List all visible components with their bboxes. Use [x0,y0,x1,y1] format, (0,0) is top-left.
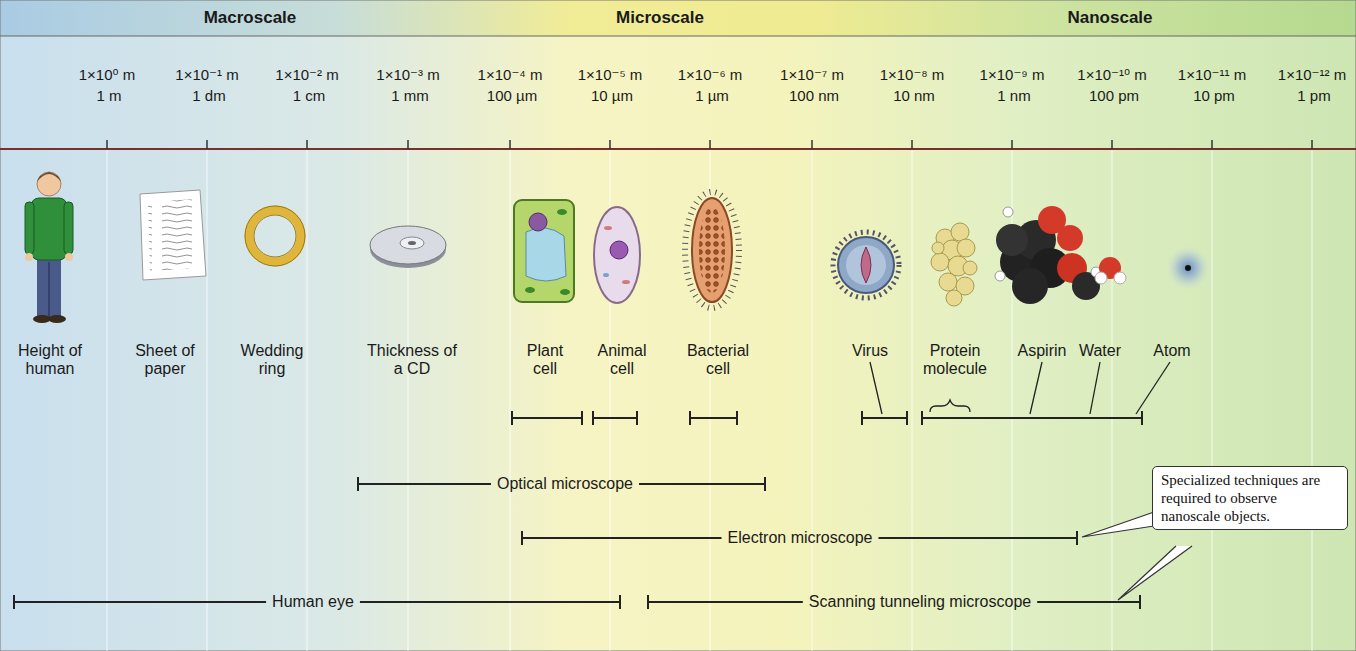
item-label: Thickness of a CD [367,342,457,379]
leader-line [870,362,1170,414]
callout-text: Specialized techniques are required to o… [1161,471,1339,525]
atom [1166,246,1210,290]
bacterial-cell [685,192,739,308]
range-bar [1076,531,1078,545]
item-label: Virus [852,342,888,360]
range-bar [764,477,766,491]
scale-heading: Microscale [616,8,704,28]
range-label: Electron microscope [728,529,873,547]
tick-label: 1×10⁻⁵ m [578,66,643,83]
scale-heading: Macroscale [204,8,297,28]
range-bar [360,601,620,603]
range-label: Scanning tunneling microscope [809,593,1031,611]
human-figure [25,172,73,323]
range-bar [357,477,359,491]
tick-label: 10 nm [893,87,935,104]
tick-label: 1×10⁻¹¹ m [1178,66,1246,83]
range-bar [14,601,266,603]
tick-label: 100 nm [789,87,839,104]
water-molecule [1095,257,1126,284]
tick-label: 100 pm [1089,87,1139,104]
tick-label: 1×10⁰ m [79,66,135,83]
range-bar [647,595,649,609]
tick-label: 1 dm [192,87,225,104]
item-label: Protein molecule [915,342,995,379]
size-bracket [512,411,1142,425]
callout-box: Specialized techniques are required to o… [1152,466,1348,530]
scale-heading: Nanoscale [1067,8,1152,28]
tick-label: 1 mm [391,87,429,104]
wedding-ring [245,206,305,266]
range-bar [648,601,803,603]
item-label: Height of human [11,342,89,379]
range-bar [639,483,765,485]
tick-label: 1×10⁻¹² m [1278,66,1346,83]
tick-label: 1×10⁻⁸ m [880,66,945,83]
animal-cell [594,207,640,303]
item-label: Aspirin [1018,342,1067,360]
range-bar [522,537,722,539]
tick-label: 1×10⁻² m [275,66,338,83]
tick-label: 1 pm [1297,87,1330,104]
aspirin-molecule [995,206,1101,304]
tick-label: 1 m [96,87,121,104]
tick-label: 1×10⁻³ m [376,66,439,83]
tick-label: 100 µm [487,87,537,104]
tick-label: 1×10⁻⁷ m [780,66,844,83]
range-bar [13,595,15,609]
item-label: Wedding ring [237,342,307,379]
paper-sheet [140,190,206,280]
compact-disc [370,226,446,268]
tick-label: 1×10⁻⁴ m [478,66,543,83]
tick-label: 1×10⁻⁶ m [678,66,743,83]
range-bar [521,531,523,545]
plant-cell [514,200,574,302]
range-label: Human eye [272,593,354,611]
item-label: Plant cell [515,342,575,379]
range-bar [878,537,1077,539]
range-bar [619,595,621,609]
range-label: Optical microscope [497,475,633,493]
item-label: Atom [1153,342,1190,360]
range-bar [358,483,491,485]
tick-label: 1 nm [997,87,1030,104]
item-label: Water [1079,342,1121,360]
tick-label: 1×10⁻⁹ m [980,66,1045,83]
item-label: Sheet of paper [130,342,200,379]
tick-label: 10 pm [1193,87,1235,104]
range-bar [1139,595,1141,609]
tick-label: 1 µm [695,87,729,104]
protein-molecule [931,223,977,306]
item-label: Animal cell [592,342,652,379]
range-bar [1037,601,1140,603]
item-label: Bacterial cell [678,342,758,379]
tick-label: 1 cm [293,87,326,104]
virus [833,232,899,298]
tick-label: 1×10⁻¹ m [175,66,238,83]
tick-label: 10 µm [591,87,633,104]
tick-label: 1×10⁻¹⁰ m [1077,66,1146,83]
